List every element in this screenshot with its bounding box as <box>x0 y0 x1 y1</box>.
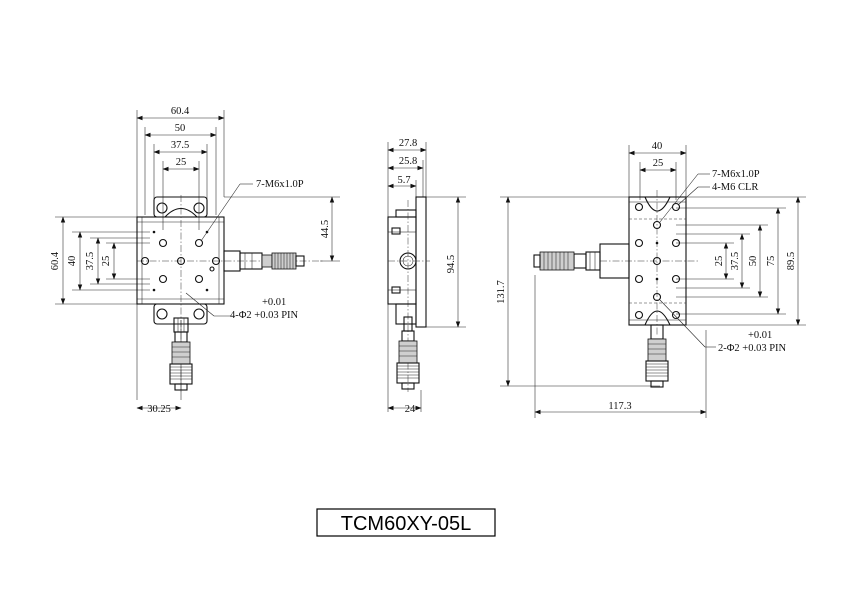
front-mount-holes <box>140 230 221 292</box>
dim-side-27-8: 27.8 <box>399 138 417 149</box>
dim-side-5-7: 5.7 <box>397 175 410 186</box>
right-mount-holes <box>634 202 681 320</box>
dim-width-37-5: 37.5 <box>171 140 189 151</box>
model-title: TCM60XY-05L <box>341 513 471 535</box>
front-view: 60.4 50 37.5 25 60.4 40 37.5 25 44.5 30.… <box>50 106 340 415</box>
callout-clr-right: 4-M6 CLR <box>712 182 758 193</box>
dim-side-24: 24 <box>405 404 416 415</box>
right-view: 40 25 131.7 25 37.5 50 75 89.5 117.3 7-M… <box>496 141 806 418</box>
dim-height-25: 25 <box>101 256 112 267</box>
right-stage-body <box>533 190 700 388</box>
front-left-dimensions <box>55 196 340 411</box>
dim-right-vert-75: 75 <box>766 256 777 267</box>
dim-height-37-5: 37.5 <box>85 252 96 270</box>
side-stage-body <box>387 196 430 392</box>
dim-right-vert-37-5: 37.5 <box>730 252 741 270</box>
callout-tolerance-front: +0.01 <box>262 297 286 308</box>
dim-right-40: 40 <box>652 141 663 152</box>
callout-tolerance-right: +0.01 <box>748 330 772 341</box>
dim-right-vert-50: 50 <box>748 256 759 267</box>
front-micrometer-x <box>223 250 305 272</box>
front-stage-body <box>136 195 324 392</box>
dim-width-50: 50 <box>175 123 186 134</box>
dim-width-60-4: 60.4 <box>171 106 190 117</box>
dim-right-131-7: 131.7 <box>496 280 507 304</box>
right-leaders <box>659 173 716 348</box>
front-leaders <box>185 183 253 317</box>
callout-thread-front: 7-M6x1.0P <box>256 179 304 190</box>
side-view: 27.8 25.8 5.7 94.5 24 <box>387 138 466 415</box>
dim-offset-30-25: 30.25 <box>147 404 171 415</box>
right-dimensions <box>500 145 806 418</box>
dim-right-vert-89-5: 89.5 <box>786 252 797 270</box>
dim-right-vert-25: 25 <box>714 256 725 267</box>
dim-side-94-5: 94.5 <box>446 255 457 273</box>
dim-height-44-5: 44.5 <box>320 220 331 238</box>
front-micrometer-y <box>169 331 193 391</box>
dim-side-25-8: 25.8 <box>399 156 417 167</box>
callout-thread-right: 7-M6x1.0P <box>712 169 760 180</box>
dim-height-60-4: 60.4 <box>50 251 61 270</box>
dim-height-40: 40 <box>67 256 78 267</box>
dim-right-117-3: 117.3 <box>608 401 631 412</box>
callout-pin-front: 4-Φ2 +0.03 PIN <box>230 310 299 321</box>
model-title-box: TCM60XY-05L <box>316 508 496 537</box>
callout-pin-right: 2-Φ2 +0.03 PIN <box>718 343 787 354</box>
dim-right-25: 25 <box>653 158 664 169</box>
dim-width-25: 25 <box>176 157 187 168</box>
